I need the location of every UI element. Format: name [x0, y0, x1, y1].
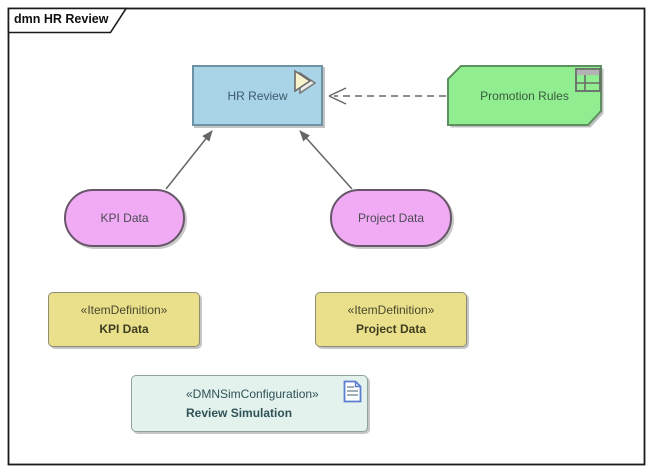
decision-label: HR Review — [227, 88, 288, 103]
knowledge-requirement-connector[interactable] — [328, 87, 446, 105]
element-name: KPI Data — [99, 321, 149, 336]
item-definition-project[interactable]: «ItemDefinition» Project Data — [315, 292, 467, 347]
stereotype-label: «ItemDefinition» — [347, 302, 435, 317]
decision-table-icon — [575, 68, 601, 92]
document-icon — [343, 380, 362, 403]
information-requirement-connector-project[interactable] — [299, 130, 353, 190]
information-requirement-connector-kpi[interactable] — [165, 130, 213, 190]
stereotype-label: «DMNSimConfiguration» — [186, 386, 319, 401]
input-data-node-kpi[interactable]: KPI Data — [64, 189, 185, 247]
frame-title: dmn HR Review — [14, 12, 109, 26]
element-name: Review Simulation — [186, 405, 293, 420]
drill-down-icon — [294, 69, 317, 95]
decision-node-hr-review[interactable]: HR Review — [192, 65, 323, 126]
bkm-node-promotion-rules[interactable]: Promotion Rules — [448, 66, 601, 125]
bkm-label: Promotion Rules — [480, 88, 569, 103]
stereotype-label: «ItemDefinition» — [80, 302, 168, 317]
input-data-label: KPI Data — [100, 211, 149, 225]
element-name: Project Data — [355, 321, 427, 336]
item-definition-kpi[interactable]: «ItemDefinition» KPI Data — [48, 292, 200, 347]
input-data-label: Project Data — [357, 211, 425, 225]
input-data-node-project[interactable]: Project Data — [330, 189, 452, 247]
sim-configuration-node[interactable]: «DMNSimConfiguration» Review Simulation — [131, 375, 368, 432]
bkm-shape[interactable] — [447, 65, 602, 126]
